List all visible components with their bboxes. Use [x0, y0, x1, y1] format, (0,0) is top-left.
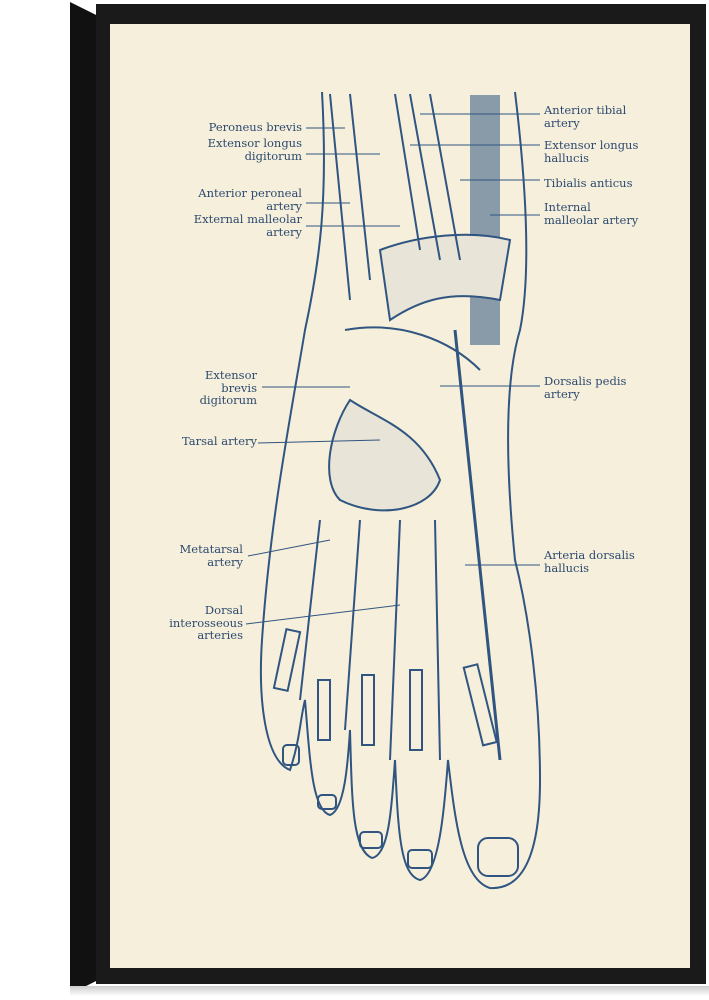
label-tarsal-artery: Tarsal artery	[182, 434, 257, 448]
label-peroneus-brevis: Peroneus brevis	[208, 120, 302, 134]
label-extensor-longus-digitorum: Extensor longus digitorum	[207, 136, 302, 163]
leader-lines	[245, 113, 540, 625]
label-extensor-brevis-digitorum: Extensor brevis digitorum	[199, 368, 257, 407]
label-internal-malleolar-artery: Internal malleolar artery	[544, 200, 639, 227]
label-dorsalis-pedis-artery: Dorsalis pedis artery	[544, 374, 627, 401]
label-extensor-longus-hallucis: Extensor longus hallucis	[544, 138, 639, 165]
label-metatarsal-artery: Metatarsal artery	[179, 542, 243, 569]
label-anterior-peroneal-artery: Anterior peroneal artery	[198, 186, 302, 213]
label-arteria-dorsalis-hallucis: Arteria dorsalis hallucis	[544, 548, 635, 575]
label-anterior-tibial-artery: Anterior tibial artery	[544, 103, 627, 130]
label-external-malleolar-artery: External malleolar artery	[193, 212, 302, 239]
foot-outline	[259, 91, 542, 890]
frame-shadow	[70, 986, 709, 996]
label-dorsal-interosseous-arteries: Dorsal interosseous arteries	[169, 603, 243, 642]
label-tibialis-anticus: Tibialis anticus	[544, 176, 633, 190]
